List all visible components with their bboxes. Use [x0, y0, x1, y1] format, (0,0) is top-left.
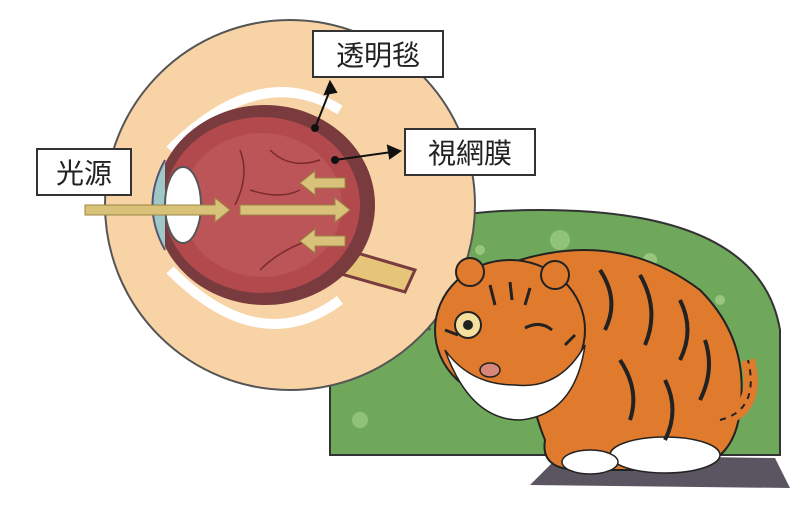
center-light-arrow — [239, 196, 351, 224]
incoming-light-arrow — [84, 196, 231, 224]
reflected-light-arrow-lower — [299, 227, 346, 255]
label-pointers — [311, 79, 403, 164]
arrow-icon — [386, 144, 403, 160]
tiger-eye-right — [524, 323, 553, 332]
retina-label: 視網膜 — [404, 128, 536, 176]
light-source-label: 光源 — [36, 148, 132, 196]
tapetum-label: 透明毯 — [312, 30, 444, 78]
light-rays — [84, 169, 351, 255]
arrow-icon — [323, 79, 338, 96]
tiger-illustration — [434, 249, 758, 475]
reflected-light-arrow-upper — [299, 169, 346, 197]
